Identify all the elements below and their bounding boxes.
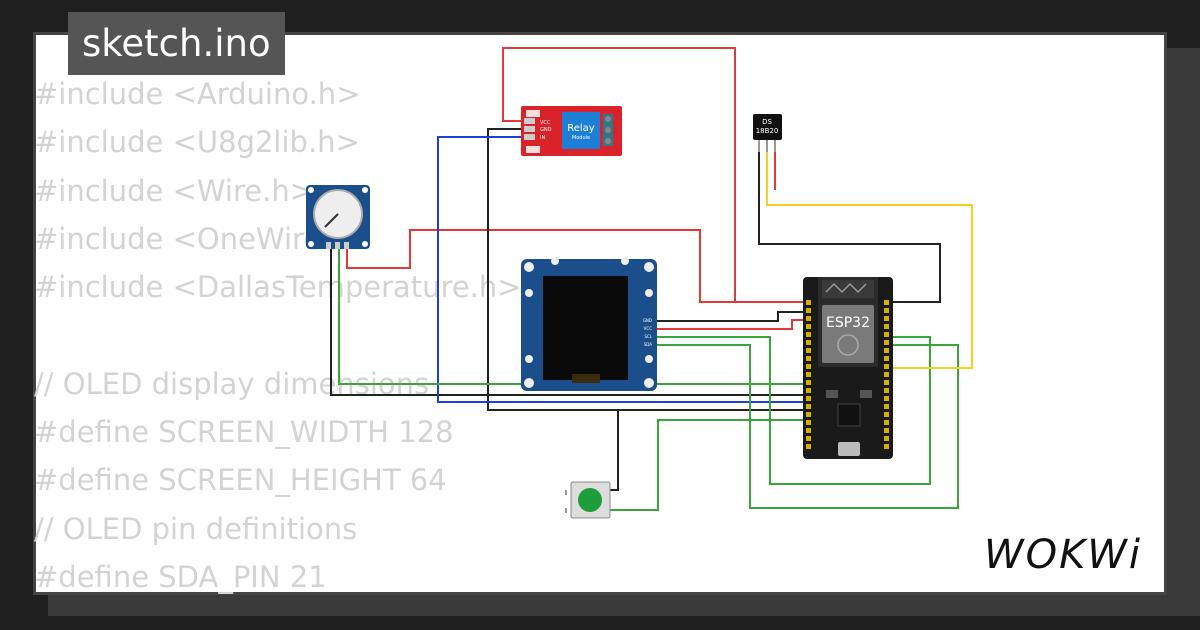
esp32-pin[interactable] — [884, 340, 889, 345]
esp32-label: ESP32 — [826, 315, 870, 331]
esp32-pin[interactable] — [884, 300, 889, 305]
wire-yellow-ds-data — [766, 150, 973, 369]
esp32-pin[interactable] — [884, 428, 889, 433]
code-line: #define SDA_PIN 21 — [34, 559, 327, 594]
esp32-pin[interactable] — [806, 412, 811, 417]
wokwi-logo-text: WOKWi — [984, 532, 1142, 578]
esp32-pin[interactable] — [884, 444, 889, 449]
esp32-pin[interactable] — [884, 348, 889, 353]
wokwi-logo[interactable]: WOKWi — [976, 528, 1151, 580]
esp32-pin[interactable] — [884, 412, 889, 417]
esp32-pin[interactable] — [884, 380, 889, 385]
wire-black-oled-gnd — [654, 311, 808, 322]
esp32-pin[interactable] — [806, 300, 811, 305]
wire-black-button — [610, 410, 619, 491]
usb-port — [838, 442, 860, 456]
file-title-tab[interactable]: sketch.ino — [68, 12, 285, 75]
wire-green-oled-scl — [654, 344, 959, 509]
esp32-pin[interactable] — [806, 420, 811, 425]
esp32-pin[interactable] — [884, 372, 889, 377]
esp32-pin[interactable] — [884, 356, 889, 361]
relay-title: Relay — [567, 123, 595, 134]
code-line: // OLED pin definitions — [34, 511, 358, 546]
push-button[interactable] — [565, 481, 611, 519]
esp32-pin[interactable] — [806, 388, 811, 393]
relay-pin-gnd: GND — [540, 127, 552, 133]
esp32-pin[interactable] — [806, 308, 811, 313]
ds18b20-sensor[interactable]: DS 18B20 — [753, 114, 782, 152]
wire-blue-relay-in — [437, 136, 808, 403]
potentiometer[interactable] — [306, 185, 370, 249]
esp32-pin[interactable] — [806, 436, 811, 441]
esp32-pin[interactable] — [806, 316, 811, 321]
wire-red-oled-vcc — [654, 319, 808, 330]
relay-module[interactable]: VCC GND IN Relay Module — [521, 106, 622, 156]
wire-red-relay-vcc — [502, 47, 808, 303]
esp32-pin[interactable] — [806, 364, 811, 369]
code-line: #define SCREEN_HEIGHT 64 — [34, 463, 447, 498]
relay-pin-in: IN — [540, 135, 545, 141]
esp32-board[interactable]: ESP32 — [803, 277, 893, 459]
esp32-pin[interactable] — [884, 420, 889, 425]
code-line: #include <DallasTemperature.h> — [34, 270, 522, 305]
esp32-pin[interactable] — [884, 388, 889, 393]
esp32-pin[interactable] — [806, 372, 811, 377]
esp32-pin[interactable] — [884, 396, 889, 401]
esp32-pin[interactable] — [806, 444, 811, 449]
oled-pin-gnd: GND — [643, 318, 652, 323]
oled-pin-vcc: VCC — [644, 326, 653, 331]
wire-black-pot-gnd — [330, 249, 808, 396]
relay-body — [562, 112, 600, 149]
relay-pin-vcc: VCC — [540, 120, 551, 126]
esp32-pin[interactable] — [806, 428, 811, 433]
esp32-pin[interactable] — [884, 364, 889, 369]
ds18b20-label-line2: 18B20 — [756, 127, 779, 135]
code-line: #include <Arduino.h> — [34, 77, 361, 111]
esp32-pin[interactable] — [806, 324, 811, 329]
esp32-pin[interactable] — [806, 356, 811, 361]
code-line: #include <U8g2lib.h> — [34, 125, 360, 160]
esp32-pin[interactable] — [806, 348, 811, 353]
ds18b20-label-line1: DS — [762, 118, 772, 126]
button-cap[interactable] — [578, 488, 602, 512]
esp32-pin[interactable] — [806, 340, 811, 345]
esp32-pin[interactable] — [884, 404, 889, 409]
esp32-pin[interactable] — [884, 324, 889, 329]
esp32-pin[interactable] — [884, 436, 889, 441]
wire-black-relay-gnd — [487, 128, 808, 411]
wire-green-button — [610, 419, 885, 511]
esp32-pin[interactable] — [806, 404, 811, 409]
oled-pin-scl: SCL — [644, 334, 652, 339]
esp32-pin[interactable] — [884, 308, 889, 313]
esp32-pin[interactable] — [884, 332, 889, 337]
esp32-pin[interactable] — [884, 316, 889, 321]
code-line: #include <Wire.h> — [34, 173, 315, 208]
wire-black-ds-gnd — [758, 150, 941, 303]
relay-subtitle: Module — [572, 135, 590, 141]
esp32-pin[interactable] — [806, 332, 811, 337]
oled-display[interactable]: GND VCC SCL SDA — [521, 257, 657, 391]
oled-pin-sda: SDA — [644, 342, 653, 347]
wire-green-oled-sda — [654, 336, 931, 485]
oled-screen — [543, 276, 628, 380]
wire-red-pot — [346, 229, 735, 303]
code-line: #define SCREEN_WIDTH 128 — [34, 415, 454, 450]
esp32-pin[interactable] — [806, 396, 811, 401]
esp32-pin[interactable] — [806, 380, 811, 385]
